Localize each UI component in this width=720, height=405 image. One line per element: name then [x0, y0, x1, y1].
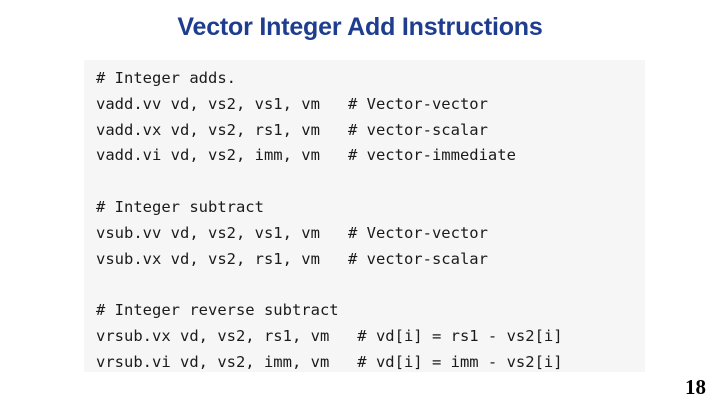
code-line: # Integer reverse subtract	[96, 301, 339, 320]
page-number: 18	[685, 375, 706, 399]
page-title: Vector Integer Add Instructions	[177, 13, 543, 41]
code-line: vadd.vx vd, vs2, rs1, vm # vector-scalar	[96, 120, 488, 139]
code-block: # Integer adds. vadd.vv vd, vs2, vs1, vm…	[84, 60, 645, 372]
code-line: vrsub.vx vd, vs2, rs1, vm # vd[i] = rs1 …	[96, 326, 563, 345]
code-line: vsub.vv vd, vs2, vs1, vm # Vector-vector	[96, 223, 488, 242]
code-line-blank	[84, 272, 645, 298]
code-line: vsub.vx vd, vs2, rs1, vm # vector-scalar	[96, 249, 488, 268]
code-line: # Integer subtract	[96, 197, 264, 216]
code-line: vadd.vi vd, vs2, imm, vm # vector-immedi…	[96, 146, 516, 165]
code-line: vadd.vv vd, vs2, vs1, vm # Vector-vector	[96, 94, 488, 113]
code-line: # Integer adds.	[96, 69, 236, 87]
code-line: vrsub.vi vd, vs2, imm, vm # vd[i] = imm …	[96, 352, 563, 371]
code-line-blank	[84, 169, 645, 195]
